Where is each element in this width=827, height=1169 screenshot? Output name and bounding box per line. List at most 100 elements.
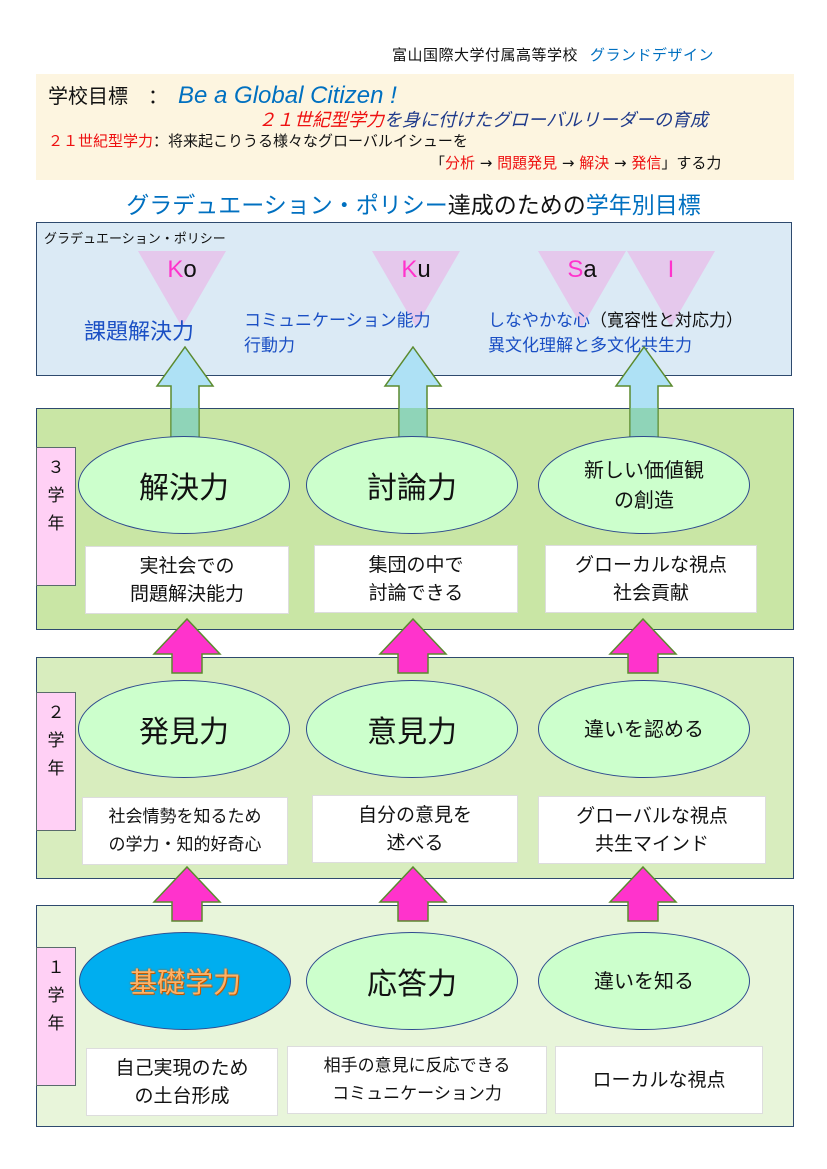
skill-label: 応答力: [367, 967, 457, 1002]
note-text: グローバルな視点: [576, 805, 728, 827]
triangle-icon: [138, 251, 226, 327]
year-3-skill-3: 新しい価値観の創造: [538, 436, 750, 534]
title-part: グラデュエーション・ポリシー: [126, 193, 448, 219]
note-text: コミュニケーション力: [332, 1084, 502, 1104]
arrow-up-icon: [383, 346, 443, 440]
graduation-policy-label: グラデュエーション・ポリシー: [44, 232, 226, 247]
skill-label: 新しい価値観: [584, 458, 704, 482]
subtitle-highlight: ２１世紀型学力: [258, 110, 384, 131]
year-3-skill-1: 解決力: [78, 436, 290, 534]
bracket-close: 」する力: [661, 154, 722, 172]
note-text: 相手の意見に反応できる: [323, 1056, 511, 1076]
competency-ko: 課題解決力: [84, 320, 195, 345]
year-3-note-3: グローカルな視点社会貢献: [545, 545, 757, 613]
year-1-skill-1-highlighted: 基礎学力: [79, 932, 291, 1030]
arrow-up-icon: [152, 866, 222, 922]
skill-label: 解決力: [139, 471, 229, 506]
note-text: 実社会での: [139, 555, 235, 577]
key-letter: a: [583, 256, 597, 283]
note-text: の学力・知的好奇心: [108, 835, 262, 855]
year-number: ２: [47, 703, 65, 723]
year-1-note-1: 自己実現のための土台形成: [86, 1048, 278, 1116]
note-text: 共生マインド: [594, 833, 709, 855]
year-number: ３: [47, 458, 65, 478]
year-1-note-2: 相手の意見に反応できるコミュニケーション力: [287, 1046, 547, 1114]
year-1-skill-3: 違いを知る: [538, 932, 750, 1030]
arrow-up-icon: [614, 346, 674, 440]
doc-name: グランドデザイン: [590, 46, 715, 64]
arrow-right-icon: →: [475, 154, 498, 172]
key-letter: S: [567, 256, 584, 283]
triangle-icon: [372, 251, 460, 327]
key-letter: o: [183, 256, 197, 283]
school-goal-box: [36, 74, 794, 180]
process-step: 分析: [445, 154, 476, 172]
school-goal-subtitle: ２１世紀型学力を身に付けたグローバルリーダーの育成: [258, 106, 708, 132]
year-char: 年: [47, 759, 65, 779]
year-2-label: ２ 学 年: [36, 692, 76, 831]
year-1-skill-2: 応答力: [306, 932, 518, 1030]
note-text: 集団の中で: [368, 554, 464, 576]
arrow-up-icon: [378, 618, 448, 674]
school-header: 富山国際大学付属高等学校グランドデザイン: [392, 44, 714, 65]
title-part: 学年別目標: [585, 193, 701, 219]
school-goal-line: 学校目標 ：Be a Global Citizen !: [48, 80, 397, 110]
competency-ku-line2: 行動力: [244, 336, 295, 356]
arrow-up-icon: [155, 346, 215, 440]
competency-text: （寛容性と対応力）: [590, 311, 743, 331]
year-3-label: ３ 学 年: [36, 447, 76, 586]
school-goal-slogan: Be a Global Citizen !: [178, 82, 397, 109]
key-letter: K: [167, 256, 184, 283]
key-letter: u: [417, 256, 431, 283]
skill-label: 討論力: [367, 471, 457, 506]
arrow-up-icon: [152, 618, 222, 674]
year-char: 学: [47, 731, 65, 751]
note-text: 社会貢献: [612, 582, 689, 604]
skill-label: 違いを知る: [594, 969, 694, 993]
skill-label: の創造: [614, 488, 674, 512]
skill-label: 違いを認める: [584, 717, 704, 741]
bracket-open: 「: [430, 154, 446, 172]
year-3-skill-2: 討論力: [306, 436, 518, 534]
arrow-right-icon: →: [557, 154, 580, 172]
year-2-note-2: 自分の意見を述べる: [312, 795, 518, 863]
page-title: グラデュエーション・ポリシー達成のための学年別目標: [0, 186, 827, 220]
note-text: 社会情勢を知るため: [108, 807, 262, 827]
triangle-icon: [627, 251, 715, 327]
note-text: 自己実現のため: [115, 1057, 249, 1079]
year-2-skill-1: 発見力: [78, 680, 290, 778]
skill-label: 発見力: [139, 715, 229, 750]
title-part: 達成のための: [447, 193, 586, 219]
note-text: グローカルな視点: [574, 554, 727, 576]
competency-text: しなやかな心: [488, 311, 590, 331]
competency-sai-line1: しなやかな心（寛容性と対応力）: [488, 306, 743, 331]
process-step: 問題発見: [497, 154, 558, 172]
process-step: 発信: [631, 154, 662, 172]
year-char: 年: [47, 1014, 65, 1034]
year-number: １: [47, 958, 65, 978]
triangle-icon: [538, 251, 626, 327]
policy-key-ko: Ko: [138, 256, 226, 284]
year-2-skill-3: 違いを認める: [538, 680, 750, 778]
skill-definition: ２１世紀型学力：将来起こりうる様々なグローバルイシューを: [48, 130, 468, 151]
note-text: 述べる: [386, 832, 444, 854]
key-letter: K: [401, 256, 418, 283]
year-3-note-2: 集団の中で討論できる: [314, 545, 518, 613]
policy-key-ku: Ku: [372, 256, 460, 284]
policy-key-i: I: [627, 256, 715, 284]
year-2-note-3: グローバルな視点共生マインド: [538, 796, 766, 864]
process-step: 解決: [579, 154, 610, 172]
year-2-skill-2: 意見力: [306, 680, 518, 778]
skill-process: 「分析 → 問題発見 → 解決 → 発信」する力: [430, 152, 721, 173]
skill-label: 基礎学力: [128, 966, 241, 999]
arrow-up-icon: [608, 618, 678, 674]
year-3-note-1: 実社会での問題解決能力: [85, 546, 289, 614]
year-char: 学: [47, 986, 65, 1006]
note-text: 討論できる: [368, 582, 464, 604]
year-1-note-3: ローカルな視点: [555, 1046, 763, 1114]
note-text: の土台形成: [134, 1085, 230, 1107]
subtitle-rest: を身に付けたグローバルリーダーの育成: [384, 110, 708, 131]
note-text: 自分の意見を: [357, 804, 472, 826]
note-text: 問題解決能力: [129, 583, 244, 605]
year-char: 学: [47, 486, 65, 506]
